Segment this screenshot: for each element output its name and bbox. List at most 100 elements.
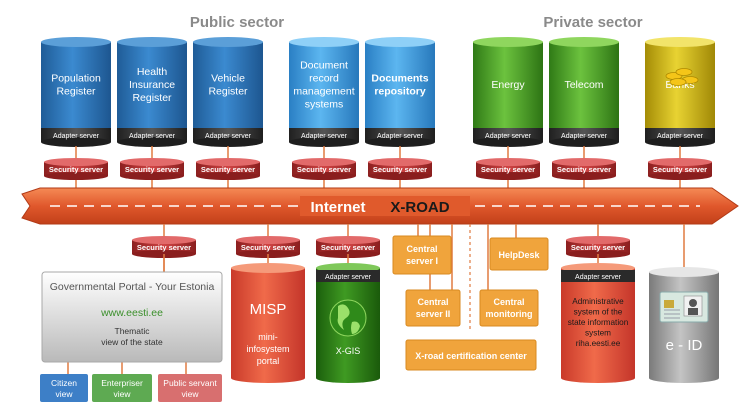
riha-line: state information [568, 318, 629, 327]
view-label-line: view [55, 389, 73, 399]
view-label-line: Citizen [51, 378, 77, 388]
riha-line: riha.eesti.ee [576, 339, 621, 348]
security-server: Security server [476, 158, 540, 180]
certification-center-label: X-road certification center [415, 351, 527, 361]
xroad-label: X-ROAD [390, 199, 449, 216]
riha-line: Administrative [572, 297, 624, 306]
database-0: Adapter serverPopulationRegisterSecurity… [41, 37, 111, 188]
central-server1-line2: server I [406, 256, 438, 266]
central-monitoring-line2: monitoring [486, 309, 533, 319]
globe-icon [329, 299, 367, 337]
database-name-line: repository [374, 86, 426, 98]
security-server-label: Security server [373, 165, 427, 174]
top-databases: Adapter serverPopulationRegisterSecurity… [41, 37, 715, 188]
portal-subtitle-2: view of the state [101, 337, 163, 347]
database-name-line: Register [132, 92, 172, 104]
adapter-server-label: Adapter server [325, 274, 372, 281]
security-server-label: Security server [297, 165, 351, 174]
adapter-server-label: Adapter server [129, 133, 176, 140]
misp-line: infosystem [246, 344, 289, 354]
database-1: Adapter server HealthInsuranceRegisterSec… [117, 37, 187, 188]
database-name-line: Telecom [564, 79, 603, 91]
misp-cylinder [231, 263, 305, 383]
view-label-line: view [181, 389, 199, 399]
database-name-line: Health [137, 66, 168, 78]
view-label-line: Public servant [163, 378, 217, 388]
security-server-label: Security server [481, 165, 535, 174]
security-server: Security server [120, 158, 184, 180]
central-components: Central server I Central server II Centr… [392, 235, 549, 371]
portal-url: www.eesti.ee [100, 307, 163, 319]
security-server-label: Security server [241, 243, 295, 252]
security-server-label: Security server [125, 165, 179, 174]
misp-line: mini- [258, 332, 278, 342]
riha-line: system of the [574, 308, 623, 317]
database-name-line: record [309, 73, 339, 85]
security-server-label: Security server [557, 165, 611, 174]
central-server2-line2: server II [416, 309, 451, 319]
adapter-server-label: Adapter server [657, 133, 704, 140]
helpdesk-label: HelpDesk [498, 250, 540, 260]
security-server: Security server [552, 158, 616, 180]
security-server: Security server [566, 236, 630, 258]
adapter-server-label: Adapter server [575, 274, 622, 281]
database-name-line: systems [305, 99, 344, 111]
misp-title: MISP [250, 301, 287, 318]
eid-cylinder [649, 267, 719, 383]
database-name-line: Energy [491, 79, 525, 91]
security-server-label: Security server [321, 243, 375, 252]
riha-line: system [585, 329, 611, 338]
view-label-line: Enterpriser [101, 378, 143, 388]
security-server: Security server [292, 158, 356, 180]
id-card-icon [659, 291, 709, 323]
adapter-server-label: Adapter server [53, 133, 100, 140]
security-server: Security server [648, 158, 712, 180]
governmental-portal: Governmental Portal - Your Estonia www.e… [41, 271, 223, 363]
security-server: Security server [196, 158, 260, 180]
security-server-label: Security server [137, 243, 191, 252]
security-server: Security server [368, 158, 432, 180]
bottom-security-servers: Security server Security server Security s… [132, 236, 630, 272]
database-name-line: Insurance [129, 79, 175, 91]
security-server: Security server [44, 158, 108, 180]
portal-subtitle-1: Thematic [115, 326, 151, 336]
database-7: Adapter serverBanksSecurity server [645, 37, 715, 188]
adapter-server-label: Adapter server [561, 133, 608, 140]
central-server2-line1: Central [417, 297, 448, 307]
database-name-line: management [293, 86, 354, 98]
internet-label: Internet [310, 199, 365, 216]
adapter-server-label: Adapter server [301, 133, 348, 140]
security-server-label: Security server [201, 165, 255, 174]
eid-label: e - ID [666, 337, 703, 354]
eid-database: e - ID [649, 267, 719, 383]
misp-database: MISP mini-infosystem portal [231, 263, 305, 383]
xgis-label: X-GIS [336, 346, 361, 356]
adapter-server-label: Adapter server [205, 133, 252, 140]
security-server-label: Security server [571, 243, 625, 252]
database-name-line: Documents [371, 73, 428, 85]
database-name-line: Vehicle [211, 73, 245, 85]
xroad-band: Internet X-ROAD [21, 187, 739, 225]
database-3: Adapter server Documentrecordmanagementsy… [289, 37, 359, 188]
xgis-cylinder [316, 263, 380, 383]
central-server1-line1: Central [406, 244, 437, 254]
database-name-line: Register [56, 86, 96, 98]
database-name-line: Register [208, 86, 248, 98]
view-label-line: view [113, 389, 131, 399]
database-name-line: Document [300, 60, 348, 72]
adapter-server-label: Adapter server [485, 133, 532, 140]
private-sector-heading: Private sector [543, 14, 642, 31]
coins-icon [665, 68, 699, 86]
misp-line: portal [257, 356, 280, 366]
security-server-label: Security server [653, 165, 707, 174]
adapter-server-label: Adapter server [377, 133, 424, 140]
